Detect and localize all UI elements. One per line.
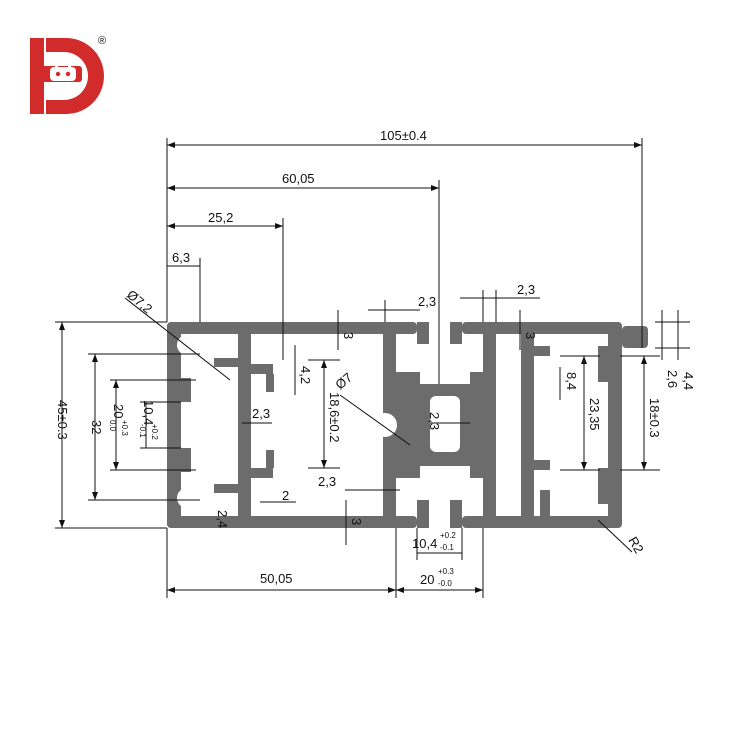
dim-60: 60,05 [282,171,315,186]
dim-wall-3-a: 3 [341,332,356,339]
dim-slot-104-group: 10,4 +0.2 -0.1 [138,400,159,440]
dim-bottom-20: 20 [420,572,434,587]
dim-overall-width: 105±0.4 [380,128,427,143]
dim-bottom-104-tol-top: +0.2 [440,531,456,540]
dim-4-2: 4,2 [298,366,313,384]
registered-mark: ® [98,35,106,47]
dim-2: 2 [282,488,289,503]
dim-bottom-104-tol-bot: -0.1 [440,543,454,552]
dim-2-4: 2,4 [215,510,230,528]
dim-6: 6,3 [172,250,190,265]
dim-slot-20-tol-bot: 0.0 [108,420,117,432]
dim-8-4: 8,4 [564,372,579,390]
dim-wall-3-b: 3 [523,332,538,339]
dim-dia-72: Ø7,2 [124,287,155,317]
dim-mid-23-b: 2,3 [427,412,442,430]
dim-height-32: 32 [89,420,104,434]
dim-height-45: 45±0.3 [55,400,70,440]
dim-slot-104: 10,4 [141,400,156,425]
dim-mid-23-c: 2,3 [318,474,336,489]
dim-r2: R2 [625,534,646,556]
dim-slot-20-group: 20 +0.3 0.0 [108,404,129,436]
bore-left-bottom [177,488,197,508]
dim-23-35: 23,35 [587,398,602,431]
dim-wall-3-c: 3 [349,518,364,525]
dim-slot-20: 20 [111,404,126,418]
arrowheads [59,142,647,593]
dim-4-4: 4,4 [681,372,696,390]
dim-18: 18±0.3 [647,398,662,438]
dim-slot-23-b: 2,3 [517,282,535,297]
dim-bottom-20-tol-bot: -0.0 [438,579,452,588]
dim-slot-23-a: 2,3 [418,294,436,309]
dim-dia-7: Ø7 [332,370,355,393]
dim-2-6: 2,6 [665,370,680,388]
dim-25: 25,2 [208,210,233,225]
dim-slot-104-tol-bot: -0.1 [138,424,147,438]
dim-mid-23-a: 2,3 [252,406,270,421]
dim-bottom-50: 50,05 [260,571,293,586]
dim-slot-20-tol-top: +0.3 [120,420,129,436]
dim-bottom-104: 10,4 [412,536,437,551]
dim-bottom-20-group: 20 +0.3 -0.0 [420,567,454,588]
dim-bottom-104-group: 10,4 +0.2 -0.1 [412,531,456,552]
dim-slot-104-tol-top: +0.2 [150,424,159,440]
dim-bottom-20-tol-top: +0.3 [438,567,454,576]
dim-18-6: 18,6±0.2 [327,392,342,443]
company-logo [30,38,104,114]
dimension-lines [55,138,690,598]
